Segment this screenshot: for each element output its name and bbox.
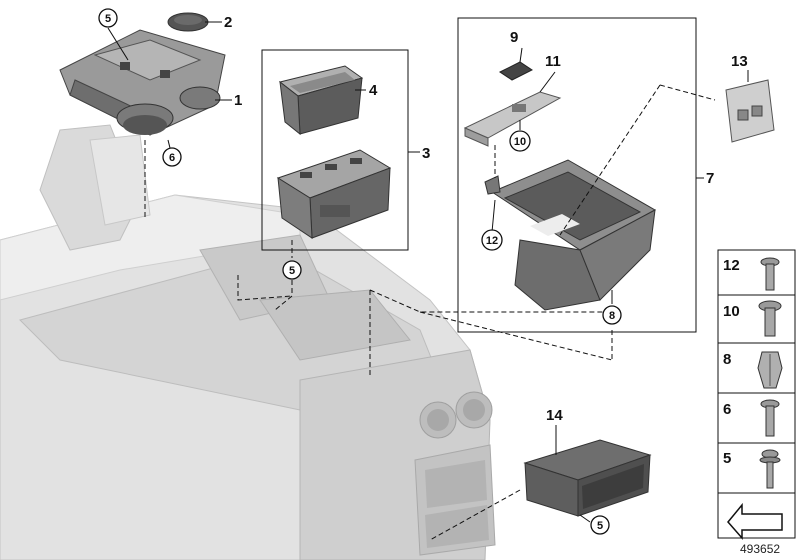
callout-14: 14 [546, 407, 563, 424]
callout-1: 1 [234, 92, 242, 109]
svg-text:6: 6 [723, 401, 731, 418]
callout-4: 4 [369, 82, 378, 99]
fastener-legend: 12 10 8 6 5 [717, 249, 796, 540]
storage-compartment [523, 439, 652, 517]
clip-icon-8 [757, 351, 783, 389]
svg-text:5: 5 [723, 450, 731, 467]
screw-icon-12 [760, 257, 780, 291]
document-number: 493652 [740, 542, 780, 556]
screw-icon-6 [760, 399, 780, 437]
cover-panel [463, 91, 562, 147]
cup-holder-assembly [59, 29, 226, 136]
socket-block [276, 149, 392, 239]
circled-callout-6: 6 [162, 147, 182, 167]
legend-cell-6 [717, 392, 796, 444]
rubber-mat-disc [167, 12, 209, 32]
callout-7: 7 [706, 170, 714, 187]
legend-cell-12 [717, 249, 796, 296]
circled-callout-10: 10 [509, 130, 531, 152]
trim-frame [725, 79, 775, 143]
circled-callout-12: 12 [481, 229, 503, 251]
screw-icon-5 [759, 449, 781, 489]
svg-text:8: 8 [609, 310, 615, 322]
callout-9: 9 [510, 29, 518, 46]
svg-text:6: 6 [169, 152, 175, 164]
svg-text:5: 5 [597, 520, 603, 532]
callout-3: 3 [422, 145, 430, 162]
storage-tray [278, 65, 364, 136]
svg-text:5: 5 [105, 13, 111, 25]
svg-text:10: 10 [514, 136, 526, 148]
svg-text:8: 8 [723, 351, 731, 368]
group-box-7 [457, 17, 697, 333]
svg-text:10: 10 [723, 303, 740, 320]
callout-11: 11 [545, 53, 561, 70]
callout-13: 13 [731, 53, 748, 70]
circled-callout-5-middle: 5 [282, 260, 302, 280]
group-box-3 [261, 49, 409, 251]
legend-cell-5 [717, 442, 796, 494]
leader-lines [107, 21, 749, 523]
callout-2: 2 [224, 14, 232, 31]
circled-callout-5-top: 5 [98, 8, 118, 28]
assembly-dash-lines [144, 84, 716, 541]
svg-text:5: 5 [289, 265, 295, 277]
screw-icon-10 [758, 300, 782, 337]
circled-callout-5-bottom: 5 [590, 515, 610, 535]
storage-bin [484, 159, 657, 311]
legend-cell-10 [717, 294, 796, 344]
svg-text:12: 12 [723, 257, 740, 274]
cover-clip [499, 61, 533, 81]
center-console [0, 124, 496, 560]
arrow-icon [727, 502, 783, 540]
circled-callout-8: 8 [602, 305, 622, 325]
svg-text:12: 12 [486, 235, 498, 247]
